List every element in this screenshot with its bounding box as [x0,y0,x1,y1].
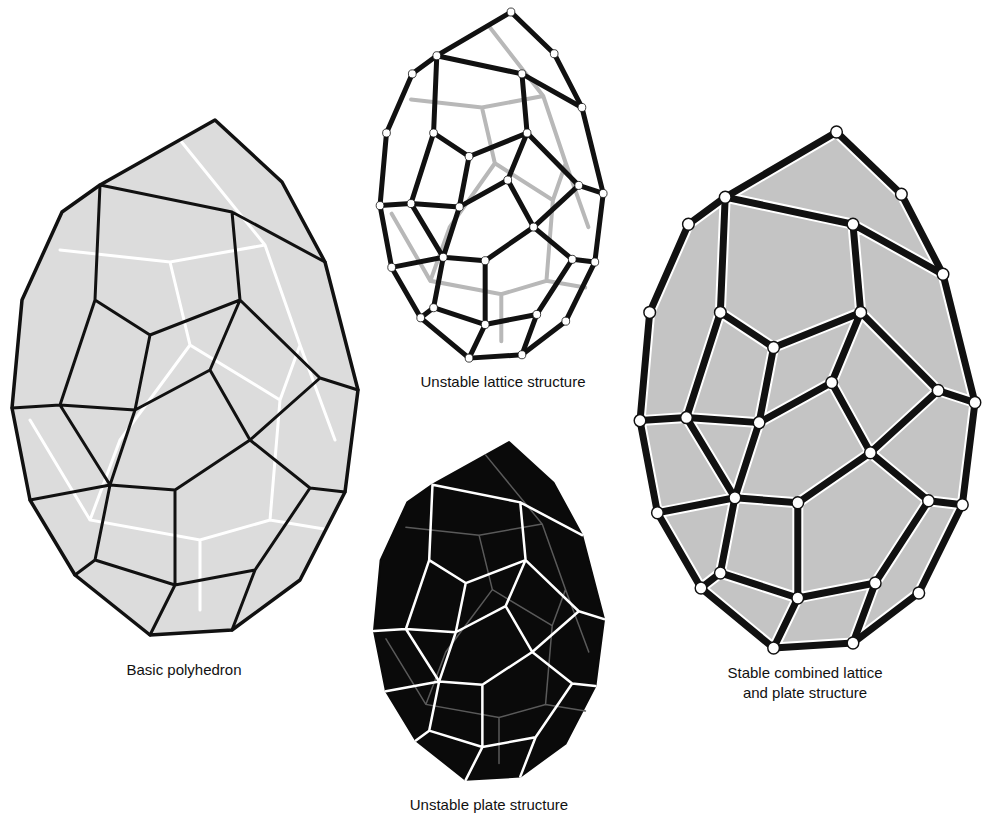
polyhedron-outline [12,120,358,635]
plate-structure [374,442,604,780]
plate-body [640,132,975,648]
strut-joints [376,8,607,362]
polyhedron-face [12,120,358,635]
front-seams [374,485,604,780]
back-seams [386,455,589,763]
caption-label: Basic polyhedron [74,660,294,680]
caption-label: Unstable lattice structure [383,372,623,392]
plate-body [374,442,604,780]
back-edges [30,140,335,610]
caption-label: Unstable plate structure [369,795,609,815]
outline-struts [640,132,975,648]
combined-structure [634,126,981,654]
lattice-structure [376,8,607,362]
outline-struts [380,12,603,358]
strut-joints [634,126,981,654]
basic-polyhedron [12,120,358,635]
caption-label: Stable combined lattice and plate struct… [715,663,895,703]
back-struts [392,25,589,341]
